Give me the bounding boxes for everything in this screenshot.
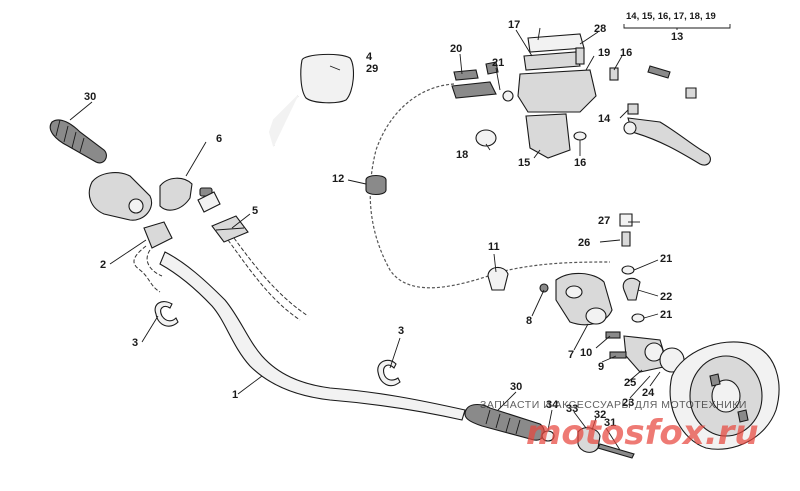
callout-30-left: 30 <box>84 91 96 103</box>
callout-16-bottom: 16 <box>574 157 586 169</box>
mirror <box>268 53 355 147</box>
callout-12: 12 <box>332 173 344 185</box>
callout-13: 13 <box>671 31 683 43</box>
callout-25: 25 <box>624 377 636 389</box>
callout-28: 28 <box>594 23 606 35</box>
handlebar <box>159 251 466 421</box>
caliper-bracket <box>539 272 613 326</box>
callout-32: 32 <box>594 409 606 421</box>
callout-17: 17 <box>508 19 520 31</box>
callout-26: 26 <box>578 237 590 249</box>
clamp-ring-right <box>377 359 401 387</box>
watermark-tagline: ЗАПЧАСТИ И АКСЕССУАРЫ ДЛЯ МОТОТЕХНИКИ <box>480 399 747 411</box>
brake-caliper <box>605 331 685 373</box>
callout-8: 8 <box>526 315 532 327</box>
right-grip <box>464 403 635 459</box>
callout-7: 7 <box>568 349 574 361</box>
brake-hose <box>369 83 611 289</box>
brake-fittings <box>619 213 645 323</box>
callout-4: 4 <box>366 51 373 63</box>
brake-drum <box>669 341 780 450</box>
callout-20: 20 <box>450 43 462 55</box>
grommet <box>365 174 387 196</box>
switch-module <box>133 221 173 293</box>
hose-clamp <box>487 266 509 291</box>
callout-27: 27 <box>598 215 610 227</box>
callout-14: 14 <box>598 113 611 125</box>
left-grip <box>49 119 107 164</box>
callout-3-right: 3 <box>398 325 404 337</box>
callout-5: 5 <box>252 205 258 217</box>
left-switch-housing <box>88 172 213 221</box>
clamp-ring-left <box>154 301 179 327</box>
callout-22: 22 <box>660 291 672 303</box>
callout-21-bottom: 21 <box>660 309 672 321</box>
callout-16-top: 16 <box>620 47 632 59</box>
callout-13-group: 14, 15, 16, 17, 18, 19 <box>626 11 716 22</box>
callout-2: 2 <box>100 259 106 271</box>
callout-21-top: 21 <box>492 57 504 69</box>
callout-1: 1 <box>232 389 238 401</box>
callout-9: 9 <box>598 361 604 373</box>
callout-34: 34 <box>546 399 559 411</box>
callout-3-left: 3 <box>132 337 138 349</box>
callout-18: 18 <box>456 149 468 161</box>
callout-15: 15 <box>518 157 530 169</box>
callout-33: 33 <box>566 403 578 415</box>
master-cylinder <box>451 33 711 166</box>
callout-23: 23 <box>622 397 634 409</box>
watermark-logo: motosfox.ru <box>526 413 759 453</box>
callout-6: 6 <box>216 133 222 145</box>
callout-11: 11 <box>488 241 500 253</box>
leader-lines <box>69 27 661 451</box>
callout-24: 24 <box>642 387 655 399</box>
callout-19: 19 <box>598 47 610 59</box>
callout-10: 10 <box>580 347 592 359</box>
callout-29: 29 <box>366 63 378 75</box>
callout-31: 31 <box>604 417 616 429</box>
group-bracket <box>623 24 731 29</box>
callout-21-mid: 21 <box>660 253 672 265</box>
callout-30-right: 30 <box>510 381 522 393</box>
